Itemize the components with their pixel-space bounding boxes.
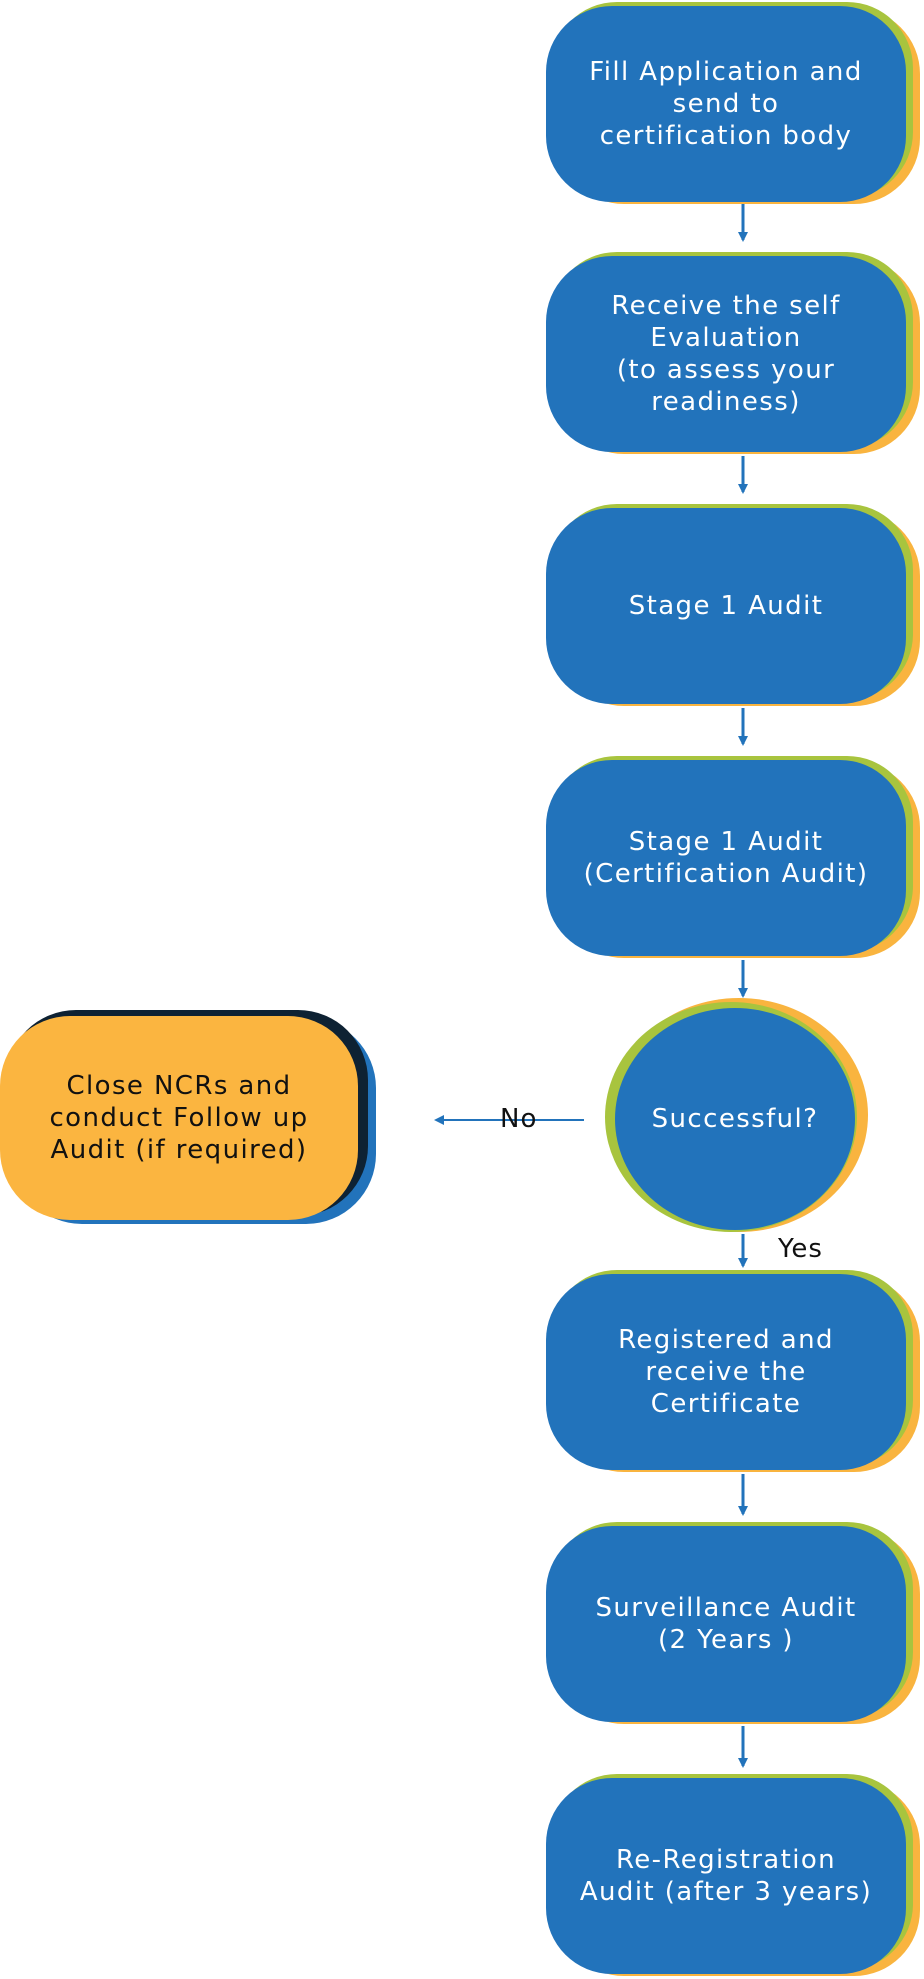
step-label: Re-Registration Audit (after 3 years) <box>579 1845 873 1907</box>
step-label: Registered and receive the Certificate <box>618 1325 834 1419</box>
edge-label-no: No <box>500 1104 538 1134</box>
step-certification-audit: Stage 1 Audit (Certification Audit) <box>546 756 920 958</box>
step-label: Receive the self Evaluation (to assess y… <box>611 291 841 417</box>
node-body: Receive the self Evaluation (to assess y… <box>546 256 906 452</box>
side-action-close-ncrs: Close NCRs and conduct Follow up Audit (… <box>0 1008 380 1224</box>
node-body: Stage 1 Audit (Certification Audit) <box>546 760 906 956</box>
step-fill-application: Fill Application and send to certificati… <box>546 2 920 204</box>
step-self-evaluation: Receive the self Evaluation (to assess y… <box>546 252 920 454</box>
step-surveillance-audit: Surveillance Audit (2 Years ) <box>546 1522 920 1724</box>
edge-label-yes: Yes <box>778 1234 823 1264</box>
step-stage1-audit: Stage 1 Audit <box>546 504 920 706</box>
step-re-registration-audit: Re-Registration Audit (after 3 years) <box>546 1774 920 1976</box>
decision-successful: Successful? <box>600 996 870 1234</box>
step-label: Surveillance Audit (2 Years ) <box>595 1593 857 1655</box>
step-registered-certificate: Registered and receive the Certificate <box>546 1270 920 1472</box>
node-body: Stage 1 Audit <box>546 508 906 704</box>
node-body: Registered and receive the Certificate <box>546 1274 906 1470</box>
node-body: Fill Application and send to certificati… <box>546 6 906 202</box>
node-body: Surveillance Audit (2 Years ) <box>546 1526 906 1722</box>
step-label: Fill Application and send to certificati… <box>589 57 863 151</box>
node-body: Re-Registration Audit (after 3 years) <box>546 1778 906 1974</box>
step-label: Stage 1 Audit <box>628 591 824 621</box>
decision-body: Successful? <box>615 1008 855 1230</box>
step-label: Stage 1 Audit (Certification Audit) <box>583 827 869 889</box>
decision-label: Successful? <box>651 1104 819 1134</box>
side-action-label: Close NCRs and conduct Follow up Audit (… <box>49 1071 309 1165</box>
side-body: Close NCRs and conduct Follow up Audit (… <box>0 1016 358 1220</box>
